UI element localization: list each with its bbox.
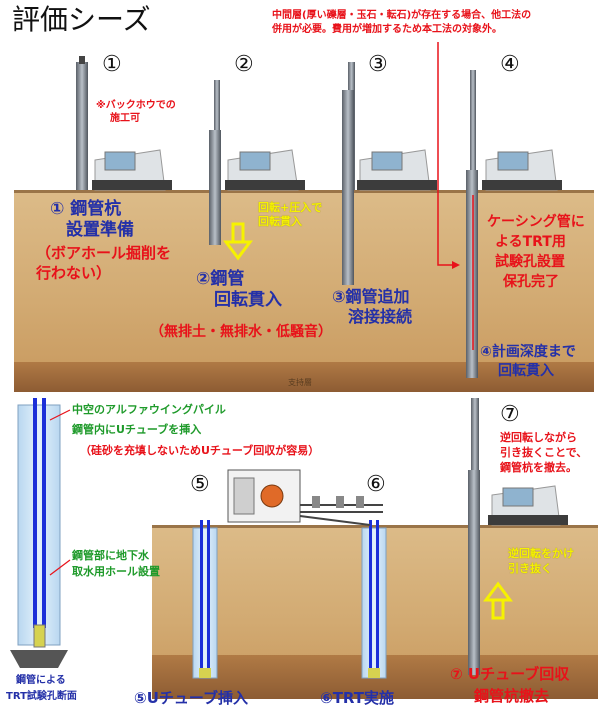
xsec-note-line-1: 中空のアルファウイングパイル bbox=[72, 403, 226, 416]
casing-note-line-4: 保孔完了 bbox=[503, 274, 559, 290]
step2-note-line-2: 回転貫入 bbox=[258, 215, 302, 228]
page-title: 評価シーズ bbox=[12, 3, 151, 36]
step2-sub: （無排土・無排水・低騒音） bbox=[150, 324, 332, 340]
down-arrow-icon bbox=[223, 222, 253, 261]
top-ground-surface-line bbox=[14, 190, 594, 193]
casing-note-line-2: よるTRT用 bbox=[495, 234, 566, 250]
step3-label-line-1: ③鋼管追加 bbox=[332, 287, 410, 306]
top-note-line-1: 中間層(厚い礫層・玉石・転石)が存在する場合、他工法の bbox=[272, 10, 532, 21]
step7-note-line-3: 鋼管杭を撤去。 bbox=[500, 461, 577, 474]
borehole-5 bbox=[192, 520, 218, 679]
pipe-cross-section bbox=[10, 398, 68, 668]
well-note-line-1: 鋼管部に地下水 bbox=[72, 549, 149, 562]
backhoe-note-line-2: 施工可 bbox=[110, 113, 140, 124]
step1-sub-line-2: 行わない） bbox=[36, 264, 112, 282]
step7-yellow-line-1: 逆回転をかけ bbox=[508, 547, 574, 560]
borehole-6 bbox=[361, 520, 387, 679]
step4-label-line-1: ④計画深度まで bbox=[480, 344, 576, 360]
step-number-7: ⑦ bbox=[500, 402, 520, 427]
rig-3 bbox=[342, 62, 437, 285]
step5-label: ⑤Uチューブ挿入 bbox=[134, 689, 248, 707]
step1-label-line-1: ① 鋼管杭 bbox=[50, 199, 122, 219]
step7-label-line-2: 鋼管杭撤去 bbox=[474, 687, 550, 705]
step-number-6: ⑥ bbox=[366, 472, 386, 497]
step7-yellow-line-2: 引き抜く bbox=[508, 562, 552, 575]
step-number-3: ③ bbox=[368, 52, 388, 77]
step4-label-line-2: 回転貫入 bbox=[498, 363, 554, 379]
step2-note-line-1: 回転+圧入で bbox=[258, 201, 323, 214]
bottom-ground-surface-line bbox=[152, 525, 598, 528]
xsec-caption-line-2: TRT試験孔断面 bbox=[6, 691, 77, 702]
step7-label-line-1: ⑦ Uチューブ回収 bbox=[450, 665, 570, 683]
bearing-layer-label: 支持層 bbox=[288, 378, 312, 387]
step1-label-line-2: 設置準備 bbox=[66, 220, 134, 240]
casing-note-line-3: 試験孔設置 bbox=[495, 254, 565, 270]
well-note-line-2: 取水用ホール設置 bbox=[72, 565, 160, 578]
rig-7 bbox=[468, 398, 568, 675]
step-number-4: ④ bbox=[500, 52, 520, 77]
rig-1 bbox=[76, 56, 172, 191]
rig-2 bbox=[209, 80, 305, 245]
backhoe-note-line-1: ※バックホウでの bbox=[96, 100, 176, 111]
xsec-note-line-2: 鋼管内にUチューブを挿入 bbox=[72, 423, 202, 436]
top-soil-panel bbox=[14, 192, 594, 392]
step2-label-line-2: 回転貫入 bbox=[214, 290, 282, 310]
step-number-1: ① bbox=[102, 52, 122, 77]
step-number-2: ② bbox=[234, 52, 254, 77]
trt-apparatus bbox=[227, 469, 383, 526]
casing-note-line-1: ケーシング管に bbox=[487, 214, 585, 230]
top-note-line-2: 併用が必要。費用が増加するため本工法の対象外。 bbox=[272, 24, 502, 35]
xsec-caption-line-1: 鋼管による bbox=[16, 675, 66, 686]
step3-label-line-2: 溶接接続 bbox=[348, 307, 413, 326]
xsec-red-note: （硅砂を充填しないためUチューブ回収が容易） bbox=[80, 444, 320, 457]
step-number-5: ⑤ bbox=[190, 472, 210, 497]
step7-note-line-1: 逆回転しながら bbox=[500, 431, 577, 444]
rig-4 bbox=[466, 70, 562, 378]
step2-label-line-1: ②鋼管 bbox=[196, 269, 245, 289]
up-arrow-icon bbox=[483, 581, 513, 620]
step6-label: ⑥TRT実施 bbox=[320, 689, 395, 707]
step1-sub-line-1: （ボアホール掘削を bbox=[36, 244, 172, 262]
step7-note-line-2: 引き抜くことで、 bbox=[500, 446, 588, 459]
top-bearing-layer bbox=[14, 362, 594, 392]
